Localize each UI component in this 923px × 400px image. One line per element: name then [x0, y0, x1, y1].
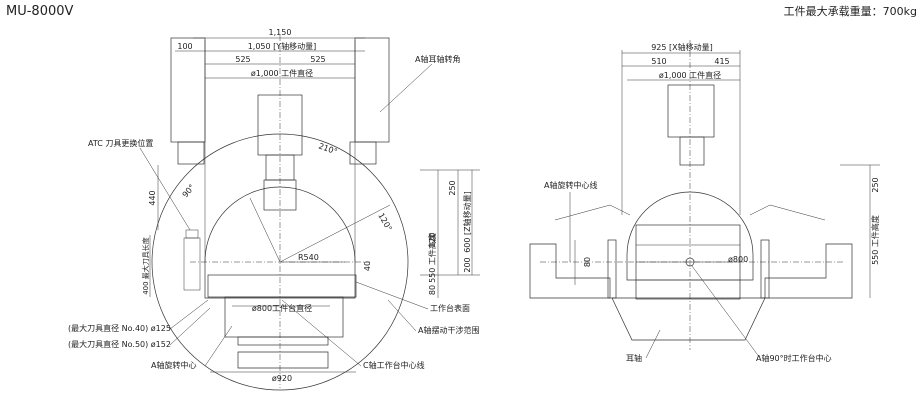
- dim-510: 510: [651, 57, 666, 66]
- right-trunnion-base: [611, 297, 766, 341]
- dim-dia800-table: ø800工件台直径: [252, 303, 312, 313]
- trunnion-arm-right: [764, 243, 853, 299]
- callout-a-axis-line: A轴旋转中心线: [544, 180, 597, 190]
- dim-120: 120: [428, 232, 437, 247]
- right-workpiece-envelope: [626, 191, 754, 281]
- angle-120: 120°: [376, 212, 393, 233]
- callout-a90: A轴90°时工作台中心: [756, 353, 832, 363]
- dim-415: 415: [714, 57, 729, 66]
- dim-dia1000: ø1,000 工件直径: [251, 68, 313, 78]
- dim-550: 550 工件高度: [427, 233, 437, 283]
- dim-250-right: 250: [871, 177, 880, 192]
- dim-925-x: 925 [X轴移动量]: [651, 42, 713, 52]
- table-base: [224, 296, 344, 338]
- max-workpiece-label: 工件最大承载重量：700kg: [784, 4, 917, 18]
- left-view: 1,150 100 1,050 [Y轴移动量] 525 525 ø1,000 工…: [68, 28, 480, 391]
- dim-dia800-right: ø800: [728, 255, 748, 264]
- dim-1050: 1,050 [Y轴移动量]: [248, 41, 317, 51]
- angle-210: 210°: [317, 141, 338, 156]
- dim-80-left: 80: [428, 285, 437, 295]
- dim-200: 200: [463, 257, 472, 272]
- right-view: 925 [X轴移动量] 510 415 ø1,000 工件直径 ø800: [529, 40, 880, 363]
- dim-100: 100: [177, 42, 192, 51]
- dim-550-right: 550 工件高度: [870, 215, 880, 265]
- dim-525-left: 525: [235, 55, 250, 64]
- workpiece-envelope: [204, 186, 356, 299]
- dim-440: 440: [148, 190, 157, 205]
- right-spindle-head: [667, 84, 715, 138]
- callout-c-center: C轴工作台中心线: [363, 360, 425, 370]
- callout-atc: ATC 刀具更换位置: [88, 138, 153, 148]
- callout-a-trunnion: A轴耳轴转角: [415, 54, 460, 64]
- dim-250: 250: [448, 180, 457, 195]
- callout-tool50: (最大刀具直径 No.50) ø152: [68, 339, 171, 349]
- left-column-structure: [170, 37, 390, 211]
- callout-interference: A轴摆动干涉范围: [418, 325, 479, 335]
- dim-80-right: 80: [583, 257, 592, 267]
- radius-540: R540: [298, 253, 319, 262]
- table-body: [207, 274, 357, 298]
- trunnion-arm-left: [529, 243, 611, 299]
- dim-600-z: 600 [Z轴移动量]: [462, 191, 472, 253]
- pedestal: [237, 351, 329, 369]
- callout-a-center: A轴旋转中心: [151, 360, 196, 370]
- callout-table-top: 工作台表面: [430, 303, 470, 313]
- callout-tool40: (最大刀具直径 No.40) ø125: [68, 323, 171, 333]
- dim-dia920: ø920: [272, 374, 292, 383]
- dim-40: 40: [363, 261, 372, 271]
- callout-trunnion: 耳轴: [626, 353, 642, 363]
- model-title: MU-8000V: [6, 4, 74, 19]
- dim-1150: 1,150: [269, 28, 292, 37]
- dim-525-right: 525: [310, 55, 325, 64]
- angle-90: 90°: [181, 183, 197, 200]
- dim-400-tool-length: 400 最大刀具长度: [141, 237, 150, 295]
